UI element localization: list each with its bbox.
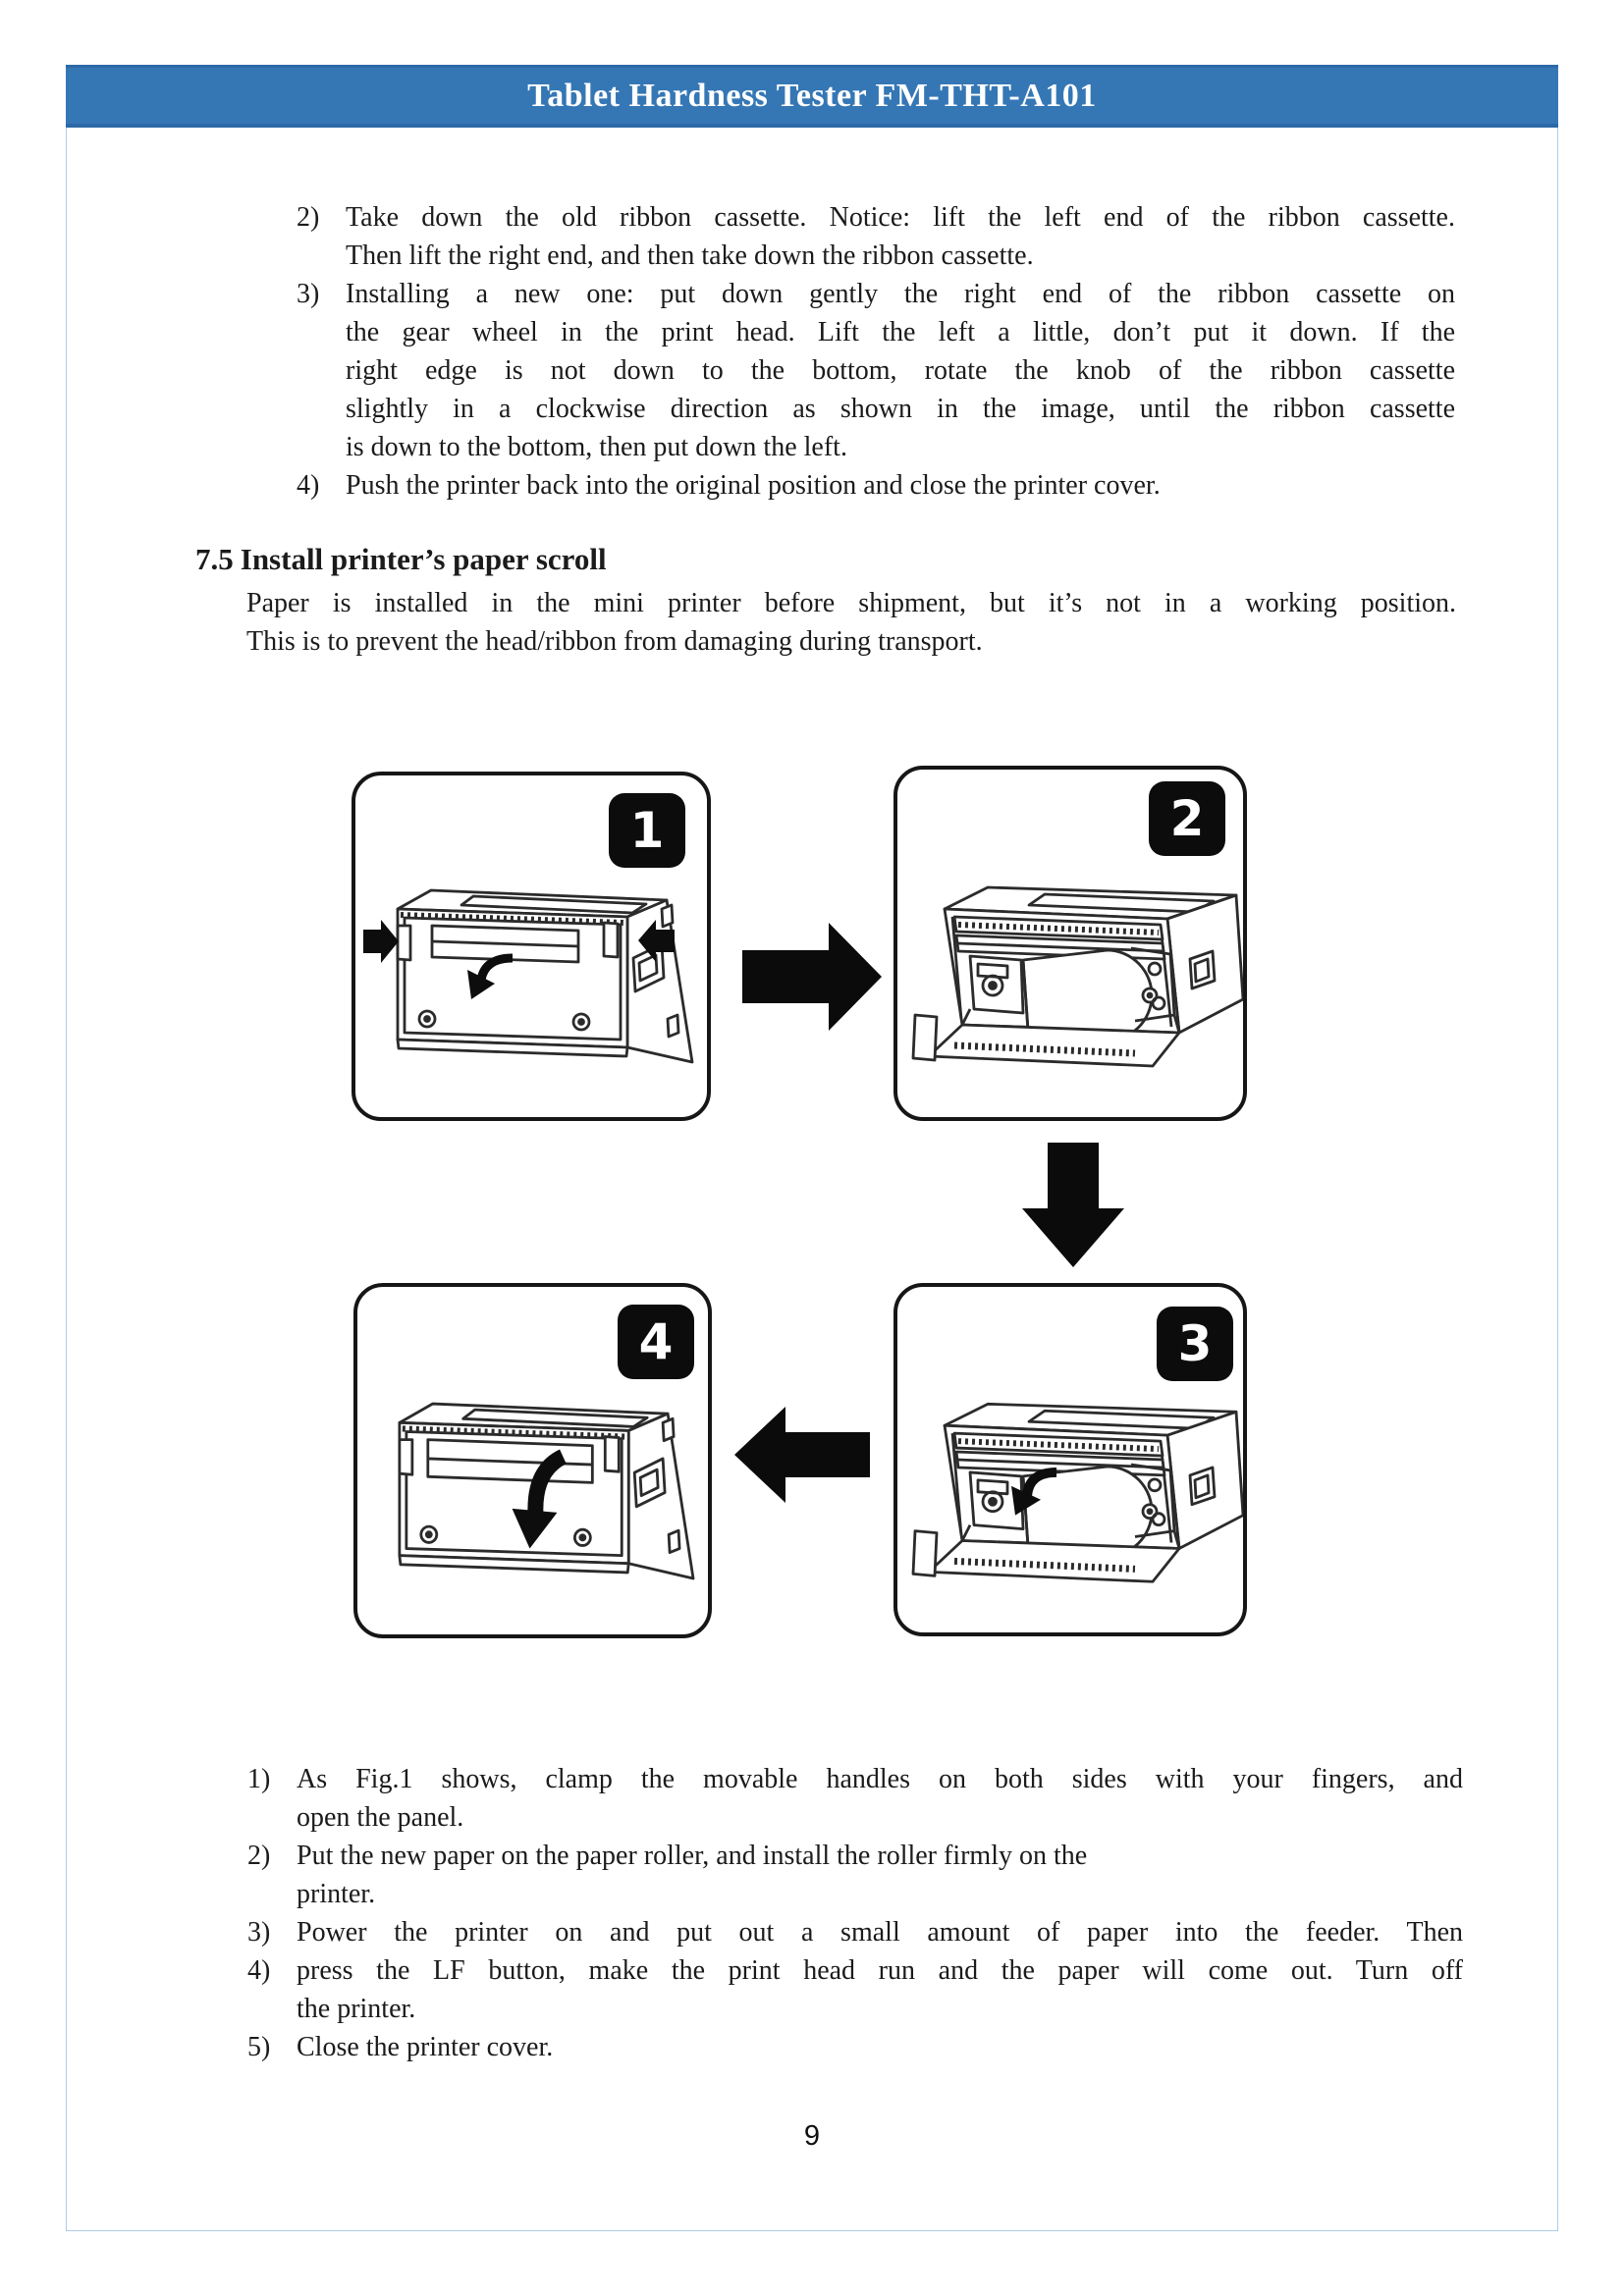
header-bar: Tablet Hardness Tester FM-THT-A101 xyxy=(66,65,1558,128)
list-line: Then lift the right end, and then take d… xyxy=(346,240,1034,271)
list-item: 4) Push the printer back into the origin… xyxy=(297,466,1455,505)
list-line: the gear wheel in the print head. Lift t… xyxy=(346,317,1455,347)
list-line: the printer. xyxy=(297,1994,416,2024)
paragraph-line: Paper is installed in the mini printer b… xyxy=(246,588,1456,618)
rotate-arrow-icon xyxy=(1011,1467,1057,1516)
figure-step-1-panel: 1 xyxy=(352,772,711,1121)
list-line: Close the printer cover. xyxy=(297,2032,554,2062)
list-number: 2) xyxy=(297,202,320,233)
rotate-arrow-icon xyxy=(467,953,514,999)
list-item: 3) Installing a new one: put down gently… xyxy=(297,275,1455,466)
arrow-down-icon xyxy=(1022,1143,1124,1267)
figure-step-2-panel: 2 xyxy=(893,766,1247,1121)
ribbon-cassette-steps-list: 2) Take down the old ribbon cassette. No… xyxy=(297,198,1455,505)
clamp-arrows-icon xyxy=(363,920,675,963)
list-number: 2) xyxy=(247,1841,271,1871)
step-badge: 1 xyxy=(609,793,685,868)
step-badge: 4 xyxy=(618,1305,694,1379)
list-item: 3) Power the printer on and put out a sm… xyxy=(247,1913,1463,1951)
list-number: 4) xyxy=(247,1955,271,1986)
printer-closed-illustration xyxy=(398,1402,695,1580)
list-number: 5) xyxy=(247,2032,271,2062)
intro-paragraph: Paper is installed in the mini printer b… xyxy=(246,584,1456,661)
list-item: 2) Put the new paper on the paper roller… xyxy=(247,1837,1463,1913)
list-number: 3) xyxy=(247,1917,271,1948)
list-line: printer. xyxy=(297,1879,376,1909)
list-line: right edge is not down to the bottom, ro… xyxy=(346,355,1455,386)
paper-out-arrow-icon xyxy=(512,1449,568,1549)
list-line: slightly in a clockwise direction as sho… xyxy=(346,394,1455,424)
printer-open-illustration xyxy=(911,1402,1243,1583)
list-number: 3) xyxy=(297,279,320,309)
list-number: 1) xyxy=(247,1764,271,1794)
section-title: Install printer’s paper scroll xyxy=(240,542,607,576)
figure-step-3-panel: 3 xyxy=(893,1283,1247,1636)
list-line: Installing a new one: put down gently th… xyxy=(346,279,1455,309)
arrow-right-icon xyxy=(742,923,882,1031)
arrow-left-icon xyxy=(734,1407,870,1503)
figure-step-4-panel: 4 xyxy=(353,1283,712,1638)
printer-closed-illustration xyxy=(363,888,694,1064)
list-line: Put the new paper on the paper roller, a… xyxy=(297,1841,1088,1871)
list-item: 4) press the LF button, make the print h… xyxy=(247,1951,1463,2028)
list-line: press the LF button, make the print head… xyxy=(297,1955,1463,1986)
list-line: Push the printer back into the original … xyxy=(346,470,1161,501)
section-number: 7.5 xyxy=(195,542,234,576)
list-line: is down to the bottom, then put down the… xyxy=(346,432,847,462)
list-item: 5) Close the printer cover. xyxy=(247,2028,1463,2066)
page-frame xyxy=(66,65,1558,2231)
list-line: open the panel. xyxy=(297,1802,464,1833)
paragraph-line: This is to prevent the head/ribbon from … xyxy=(246,626,983,657)
printer-open-illustration xyxy=(911,885,1243,1068)
list-line: Power the printer on and put out a small… xyxy=(297,1917,1463,1948)
list-item: 1) As Fig.1 shows, clamp the movable han… xyxy=(247,1760,1463,1837)
paper-install-steps-list: 1) As Fig.1 shows, clamp the movable han… xyxy=(247,1760,1463,2066)
list-item: 2) Take down the old ribbon cassette. No… xyxy=(297,198,1455,275)
page-number: 9 xyxy=(803,2120,821,2152)
step-badge: 2 xyxy=(1149,781,1225,856)
page-title: Tablet Hardness Tester FM-THT-A101 xyxy=(527,77,1097,114)
list-number: 4) xyxy=(297,470,320,501)
step-badge: 3 xyxy=(1157,1307,1233,1381)
list-line: As Fig.1 shows, clamp the movable handle… xyxy=(297,1764,1463,1794)
list-line: Take down the old ribbon cassette. Notic… xyxy=(346,202,1455,233)
